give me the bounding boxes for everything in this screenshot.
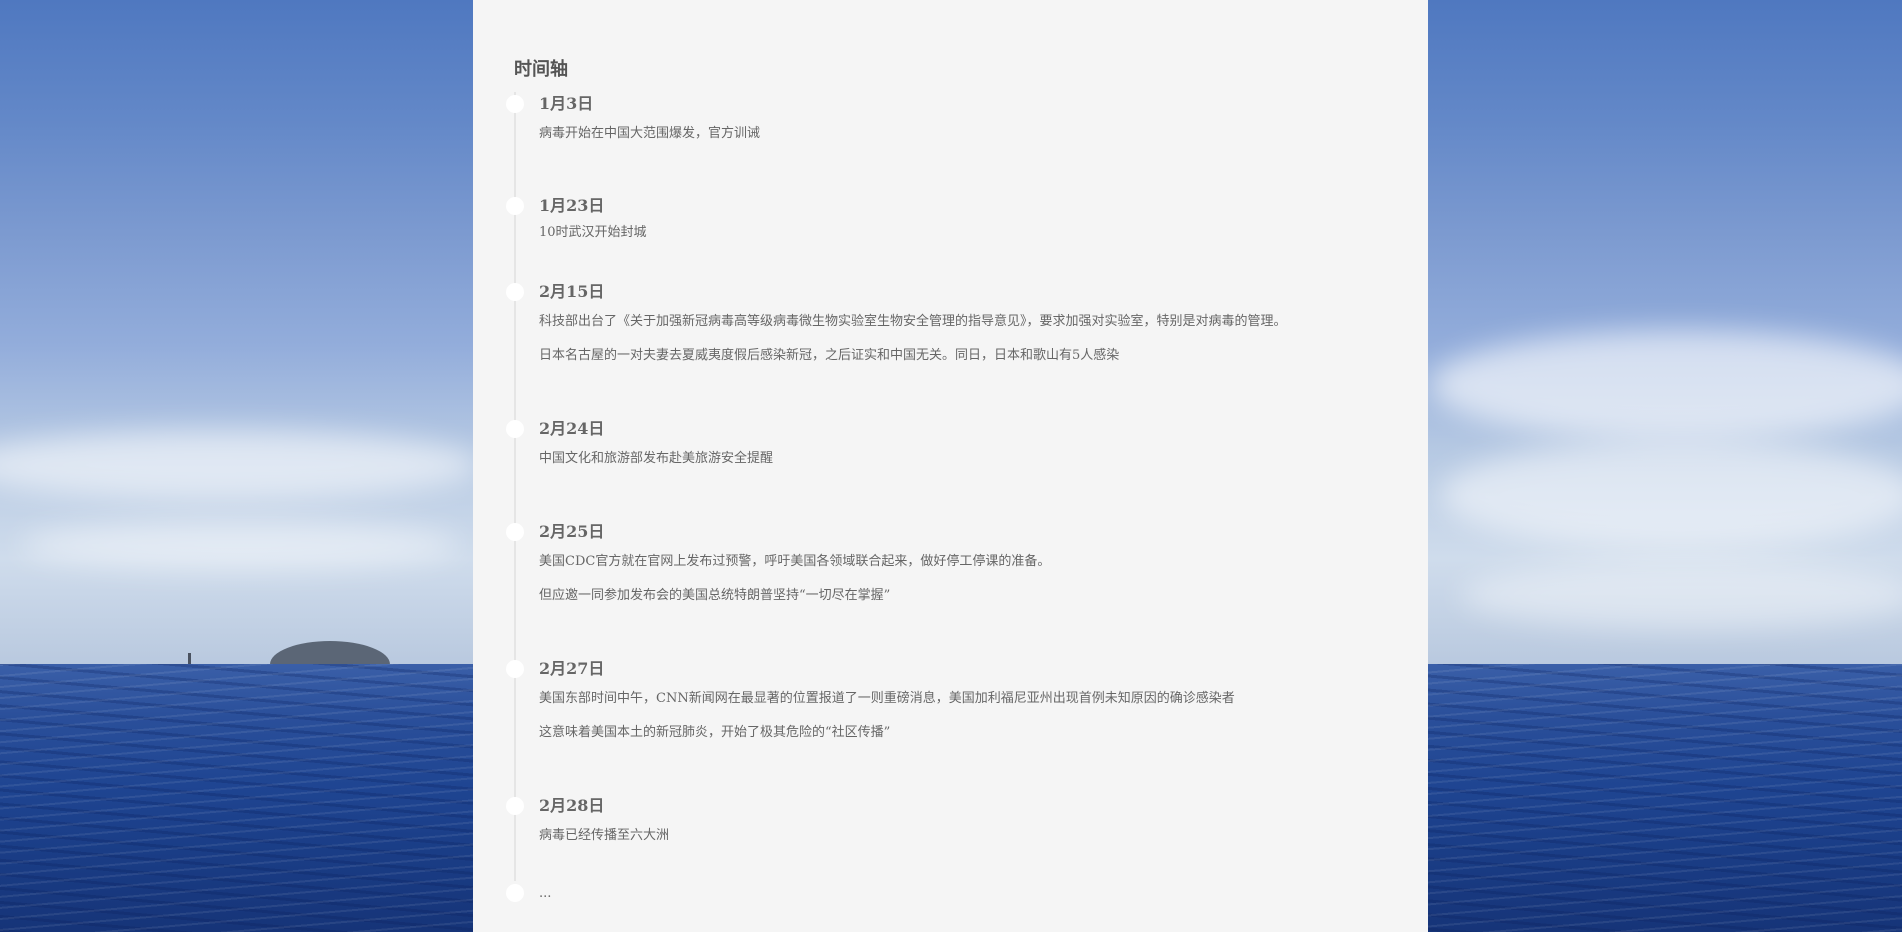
- post: [188, 653, 191, 665]
- timeline-text: 这意味着美国本土的新冠肺炎，开始了极其危险的“社区传播”: [539, 725, 891, 740]
- timeline-text: 日本名古屋的一对夫妻去夏威夷度假后感染新冠，之后证实和中国无关。同日，日本和歌山…: [539, 348, 1120, 363]
- timeline-date: 1月3日: [539, 94, 594, 113]
- timeline-date: 2月25日: [539, 522, 605, 541]
- timeline-date: 1月23日: [539, 196, 605, 215]
- timeline-text: 美国东部时间中午，CNN新闻网在最显著的位置报道了一则重磅消息，美国加利福尼亚州…: [539, 691, 1235, 706]
- timeline-item: 1月23日 10时武汉开始封城: [506, 194, 1386, 280]
- timeline-dot: [506, 797, 524, 815]
- timeline-date: 2月15日: [539, 282, 605, 301]
- cloud: [1460, 560, 1902, 630]
- timeline-dot: [506, 420, 524, 438]
- timeline-date: 2月27日: [539, 659, 605, 678]
- timeline-text: 病毒已经传播至六大洲: [539, 828, 670, 843]
- cloud: [1430, 330, 1902, 440]
- timeline-dot: [506, 95, 524, 113]
- timeline-text: 中国文化和旅游部发布赴美旅游安全提醒: [539, 451, 774, 466]
- timeline-text: 10时武汉开始封城: [539, 225, 647, 240]
- timeline-date: 2月24日: [539, 419, 605, 438]
- cloud: [1440, 440, 1902, 550]
- cloud: [0, 430, 480, 500]
- timeline-item: 2月24日 中国文化和旅游部发布赴美旅游安全提醒: [506, 417, 1386, 520]
- timeline-title: 时间轴: [514, 59, 568, 80]
- timeline-item: 2月25日 美国CDC官方就在官网上发布过预警，呼吁美国各领域联合起来，做好停工…: [506, 520, 1386, 657]
- timeline-text: 但应邀一同参加发布会的美国总统特朗普坚持“一切尽在掌握”: [539, 588, 891, 603]
- timeline-item: 2月28日 病毒已经传播至六大洲: [506, 794, 1386, 881]
- timeline-item: 2月15日 科技部出台了《关于加强新冠病毒高等级病毒微生物实验室生物安全管理的指…: [506, 280, 1386, 417]
- timeline-dot: [506, 523, 524, 541]
- timeline-dot: [506, 884, 524, 902]
- timeline-dot: [506, 283, 524, 301]
- timeline-item: ...: [506, 881, 1386, 921]
- timeline-item: 2月27日 美国东部时间中午，CNN新闻网在最显著的位置报道了一则重磅消息，美国…: [506, 657, 1386, 794]
- timeline-item: 1月3日 病毒开始在中国大范围爆发，官方训诫: [506, 92, 1386, 194]
- content-panel: 时间轴 1月3日 病毒开始在中国大范围爆发，官方训诫 1月23日 10时武汉开始…: [473, 0, 1428, 932]
- timeline-dot: [506, 660, 524, 678]
- timeline-text: 美国CDC官方就在官网上发布过预警，呼吁美国各领域联合起来，做好停工停课的准备。: [539, 554, 1051, 569]
- timeline-ellipsis: ...: [539, 886, 552, 901]
- cloud: [20, 520, 460, 570]
- timeline-text: 科技部出台了《关于加强新冠病毒高等级病毒微生物实验室生物安全管理的指导意见》，要…: [539, 314, 1287, 329]
- timeline-date: 2月28日: [539, 796, 605, 815]
- timeline-text: 病毒开始在中国大范围爆发，官方训诫: [539, 126, 761, 141]
- timeline-list: 1月3日 病毒开始在中国大范围爆发，官方训诫 1月23日 10时武汉开始封城 2…: [506, 92, 1386, 921]
- timeline-dot: [506, 197, 524, 215]
